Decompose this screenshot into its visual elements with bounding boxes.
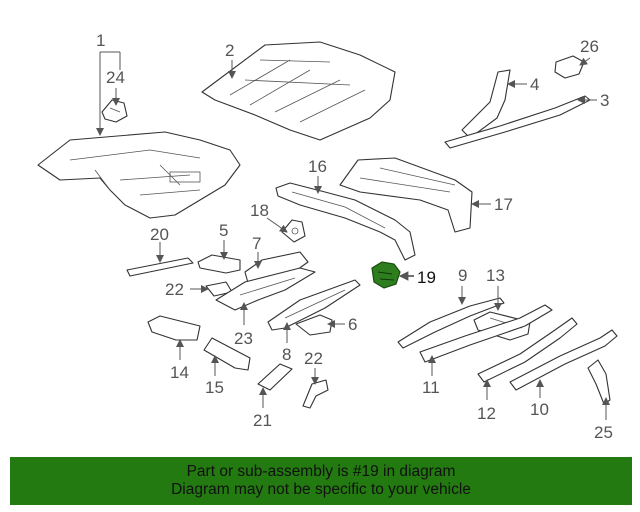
label-16: 16 [308,157,327,176]
part-3-long-rail [444,95,591,149]
label-6: 6 [348,315,357,334]
part-22-bracket-b [302,379,329,409]
label-24: 24 [106,68,125,87]
label-5: 5 [219,221,228,240]
label-4: 4 [530,75,539,94]
callout-labels: 1 24 2 26 4 3 16 17 18 20 5 7 22 23 8 6 … [96,31,613,442]
label-22-lower: 22 [304,349,323,368]
part-15-bracket [203,337,251,371]
label-26: 26 [580,37,599,56]
label-15: 15 [205,378,224,397]
label-22-upper: 22 [165,280,184,299]
part-9-rail [397,297,505,349]
label-8: 8 [282,345,291,364]
label-11: 11 [422,378,440,397]
label-23: 23 [234,329,253,348]
leader-lines [100,51,610,420]
part-21-plate [257,363,293,391]
label-25: 25 [594,423,613,442]
banner-line-1: Part or sub-assembly is #19 in diagram [186,463,456,480]
part-8-long-rail [267,279,361,331]
label-17: 17 [494,195,513,214]
part-5-bracket [197,254,241,274]
label-18: 18 [250,201,269,220]
part-1-front-floor-pan [37,131,241,219]
part-11-frame-rail [419,304,553,363]
label-19: 19 [417,268,436,287]
label-2: 2 [225,41,234,60]
label-7: 7 [252,234,261,253]
label-13: 13 [486,266,505,285]
label-1: 1 [96,31,105,50]
banner-line-2: Diagram may not be specific to your vehi… [171,481,471,498]
part-26-bracket [554,55,585,79]
label-20: 20 [150,225,169,244]
part-16-crossmember [275,182,416,261]
part-25-bracket [587,359,611,405]
part-23-rail [215,267,316,311]
label-3: 3 [600,91,609,110]
label-12: 12 [477,404,496,423]
info-banner: Part or sub-assembly is #19 in diagram D… [10,457,632,505]
part-2-rear-floor-pan [201,41,396,141]
label-21: 21 [253,411,272,430]
part-20-strip [126,257,194,277]
label-14: 14 [170,363,189,382]
parts-diagram: 1 24 2 26 4 3 16 17 18 20 5 7 22 23 8 6 … [37,31,618,442]
part-19-highlighted [371,261,401,289]
label-10: 10 [530,400,549,419]
part-14-bracket [147,315,201,341]
part-10-frame-rail [509,329,618,391]
part-12-frame-rail [477,317,578,383]
label-9: 9 [458,266,467,285]
part-24-bracket [101,99,128,123]
part-17-rear-crossmember [339,157,473,233]
